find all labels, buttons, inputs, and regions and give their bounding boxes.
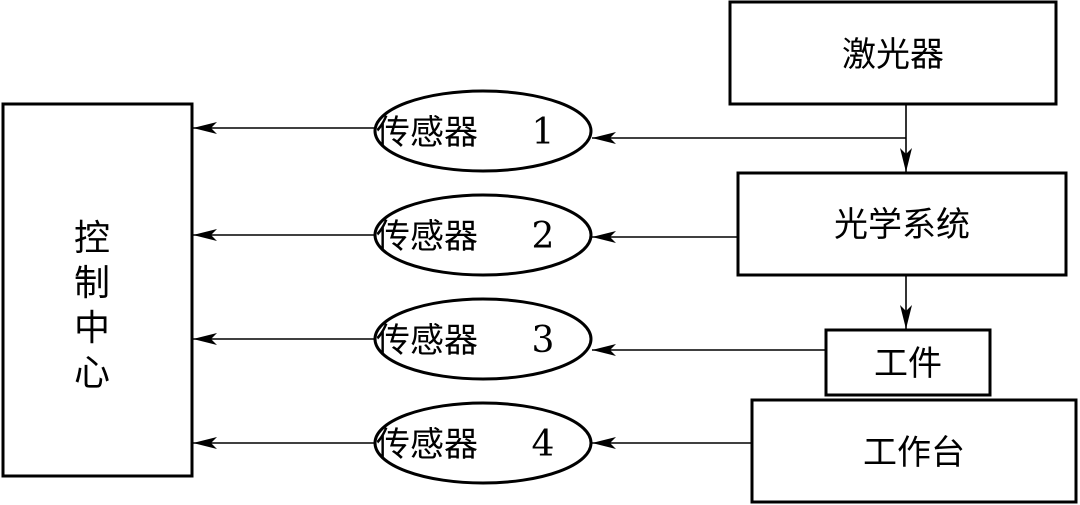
worktable-box [750, 398, 1078, 504]
optics-label: 光学系统 [834, 205, 970, 245]
worktable-label: 工作台 [863, 433, 965, 473]
control-char-4: 心 [74, 353, 110, 394]
control-char-1: 控 [74, 218, 110, 259]
control-center-box [1, 102, 194, 478]
workpiece-box [824, 328, 992, 397]
control-char-2: 制 [74, 263, 110, 304]
sensor-3-num: 3 [532, 320, 555, 361]
sensor-4-name: 传感器 [376, 425, 478, 465]
sensor-1-name: 传感器 [376, 113, 478, 153]
sensor-2-num: 2 [532, 216, 555, 257]
optics-box [736, 171, 1068, 277]
sensor-2-name: 传感器 [376, 217, 478, 257]
sensor-1-num: 1 [532, 112, 555, 153]
workpiece-label: 工件 [874, 344, 942, 384]
sensor-1-ellipse [373, 89, 593, 173]
sensor-3-name: 传感器 [376, 321, 478, 361]
laser-box [728, 0, 1058, 106]
control-char-3: 中 [74, 308, 110, 349]
sensor-4-num: 4 [532, 424, 555, 465]
laser-label: 激光器 [842, 35, 944, 75]
